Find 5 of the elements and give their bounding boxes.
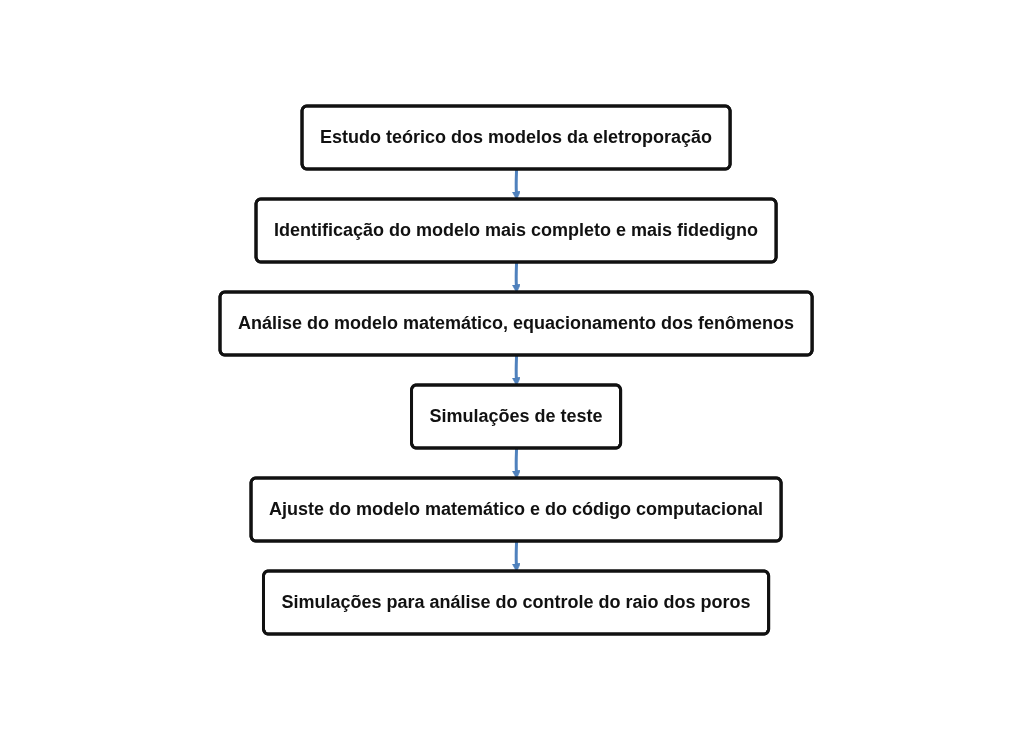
arrow <box>512 448 522 479</box>
arrow <box>512 262 522 293</box>
arrow <box>512 169 522 200</box>
arrow <box>512 355 522 386</box>
arrow <box>512 541 522 572</box>
